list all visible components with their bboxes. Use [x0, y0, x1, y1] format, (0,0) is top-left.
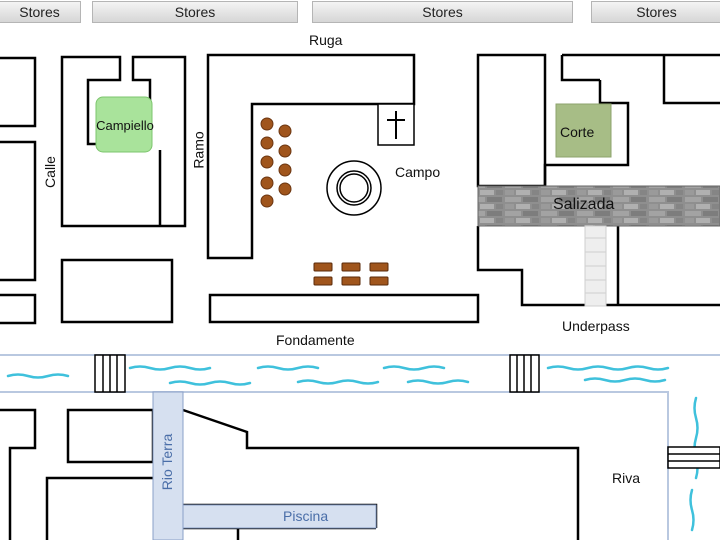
piscina-label: Piscina	[283, 508, 329, 524]
rio-terra-street[interactable]	[152, 391, 184, 540]
bridge-icon[interactable]	[94, 354, 126, 393]
bridge-icon[interactable]	[509, 354, 540, 393]
building-block	[0, 53, 480, 325]
piscina-pool[interactable]	[182, 504, 377, 529]
salizada-street[interactable]	[477, 185, 720, 227]
campiello-label: Campiello	[96, 118, 154, 133]
campo-label: Campo	[395, 164, 441, 180]
calle-label: Calle	[41, 156, 58, 188]
church-cross-icon	[377, 103, 415, 146]
corte-label: Corte	[560, 124, 595, 140]
tree-icon	[260, 117, 292, 208]
fondamente-label: Fondamente	[276, 332, 355, 348]
campiello-square[interactable]	[95, 96, 153, 153]
rio-terra-label: Rio Terra	[159, 433, 175, 491]
well-icon	[326, 160, 382, 216]
salizada-label: Salizada	[553, 196, 615, 213]
store-banner[interactable]: Stores	[312, 1, 573, 23]
store-banner[interactable]: Stores	[591, 1, 720, 23]
bench-icon	[313, 262, 389, 286]
underpass-steps[interactable]	[584, 225, 607, 307]
store-banner[interactable]: Stores	[0, 1, 81, 23]
ramo-label: Ramo	[190, 131, 207, 169]
corte-square[interactable]	[555, 103, 612, 158]
ruga-label: Ruga	[309, 32, 343, 48]
bridge-icon[interactable]	[667, 446, 720, 469]
store-banner[interactable]: Stores	[92, 1, 298, 23]
riva-label: Riva	[612, 470, 641, 486]
underpass-label: Underpass	[562, 318, 630, 334]
